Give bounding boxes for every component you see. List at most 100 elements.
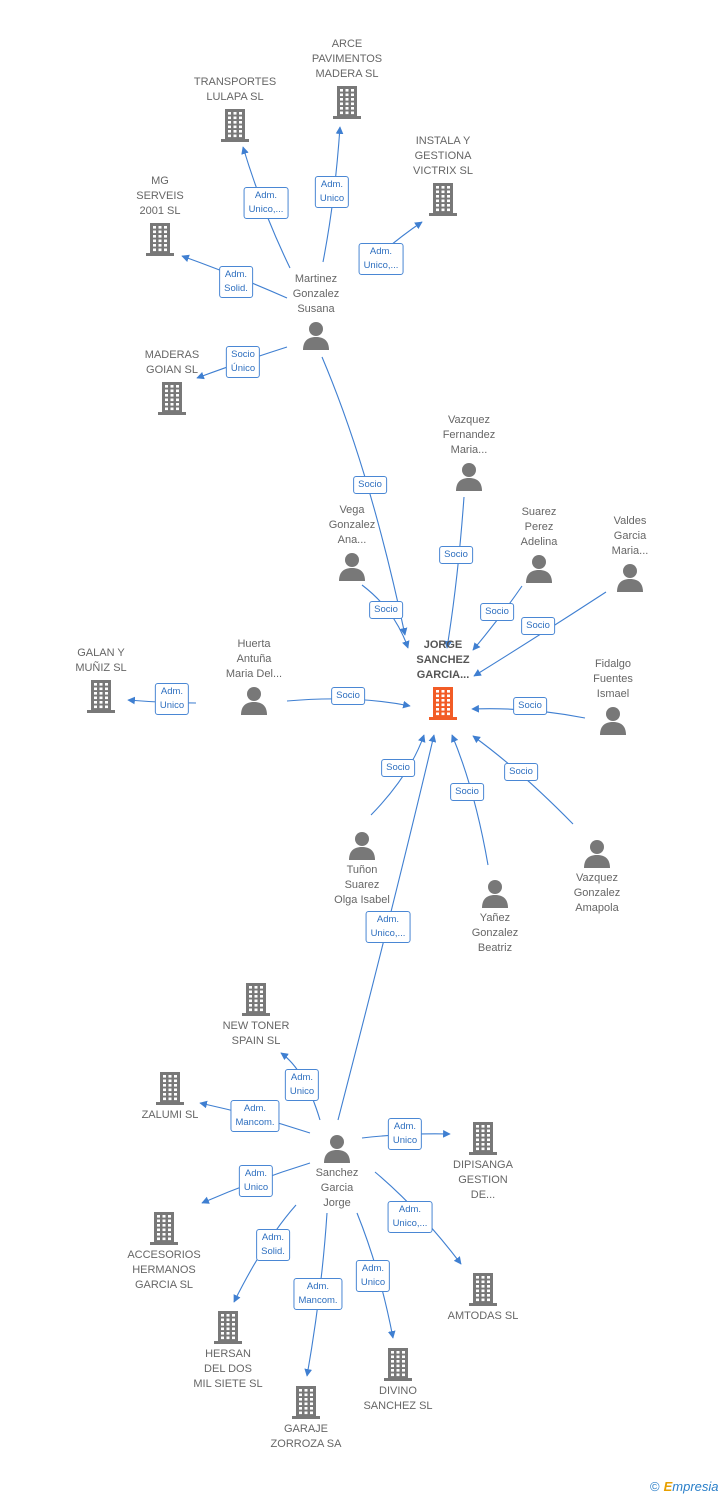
brand-name: mpresia (672, 1479, 719, 1494)
relation-label-vazquezf-central[interactable]: Socio (439, 546, 473, 564)
building-icon (333, 86, 361, 119)
building-icon (469, 1273, 497, 1306)
building-icon (214, 1311, 242, 1344)
relation-label-suarez-central[interactable]: Socio (480, 603, 514, 621)
relation-label-sanchez-divino[interactable]: Adm.Unico (355, 1260, 391, 1292)
node-label-line: Jorge (323, 1197, 351, 1209)
relation-label-sanchez-garaje[interactable]: Adm.Mancom. (293, 1278, 343, 1310)
relation-label-sanchez-central[interactable]: Adm.Unico,... (365, 911, 411, 943)
relation-label-line: Unico (319, 193, 345, 204)
relation-label-vega-central[interactable]: Socio (369, 601, 403, 619)
brand-initial: E (663, 1479, 673, 1494)
node-label-line: Tuñon (346, 864, 378, 876)
building-icon (429, 183, 457, 216)
relation-label-sanchez-amtodas[interactable]: Adm.Unico,... (387, 1201, 433, 1233)
relation-label-tunon-central[interactable]: Socio (381, 759, 415, 777)
relation-label-line: Adm. (160, 686, 184, 697)
relation-label-line: Único (230, 363, 256, 374)
node-amtodas[interactable]: AMTODAS SL (423, 1272, 543, 1324)
node-label-line: 2001 SL (139, 205, 181, 217)
relation-label-line: Socio (518, 700, 542, 711)
node-label-line: Huerta (237, 638, 271, 650)
relation-label-sanchez-hersan[interactable]: Adm.Solid. (256, 1229, 290, 1261)
node-label-line: GALAN Y (77, 647, 125, 659)
building-icon (146, 223, 174, 256)
relation-label-line: Unico,... (248, 204, 284, 215)
credit[interactable]: ©Empresia (650, 1479, 719, 1494)
relation-label-fidalgo-central[interactable]: Socio (513, 697, 547, 715)
node-label-line: TRANSPORTES (193, 76, 277, 88)
relation-label-line: Adm. (244, 1168, 268, 1179)
relation-label-martinez-central[interactable]: Socio (353, 476, 387, 494)
relation-label-martinez-arce[interactable]: Adm.Unico (314, 176, 350, 208)
person-icon (303, 322, 329, 350)
relation-label-sanchez-dipisanga[interactable]: Adm.Unico (387, 1118, 423, 1150)
node-label-line: Maria Del... (225, 668, 283, 680)
building-icon (469, 1122, 497, 1155)
relation-label-sanchez-newtoner[interactable]: Adm.Unico (284, 1069, 320, 1101)
person-icon (526, 555, 552, 583)
node-zalumi[interactable]: ZALUMI SL (110, 1071, 230, 1123)
node-label-line: SERVEIS (136, 190, 184, 202)
node-label-line: Antuña (236, 653, 272, 665)
relation-label-valdes-central[interactable]: Socio (521, 617, 555, 635)
relation-label-line: Unico (159, 700, 185, 711)
node-label-line: Maria... (611, 545, 649, 557)
relation-label-martinez-transportes[interactable]: Adm.Unico,... (243, 187, 289, 219)
building-icon (292, 1386, 320, 1419)
node-label-line: MADERA SL (315, 68, 379, 80)
node-label-line: DIPISANGA (453, 1159, 513, 1171)
relation-label-line: Socio (336, 690, 360, 701)
person-icon (617, 564, 643, 592)
node-label-line: Fernandez (442, 429, 496, 441)
node-label-line: PAVIMENTOS (311, 53, 383, 65)
relation-label-sanchez-accesorios[interactable]: Adm. Unico (238, 1165, 274, 1197)
relation-label-huerta-galan[interactable]: Adm. Unico (154, 683, 190, 715)
relation-label-yanez-central[interactable]: Socio (450, 783, 484, 801)
relation-label-huerta-central[interactable]: Socio (331, 687, 365, 705)
relation-label-martinez-instala[interactable]: Adm.Unico,... (358, 243, 404, 275)
relation-label-sanchez-zalumi[interactable]: Adm.Mancom. (230, 1100, 280, 1132)
node-label-line: INSTALA Y (415, 135, 471, 147)
node-label-line: GARCIA... (416, 669, 470, 681)
node-label-line: Vega (339, 504, 365, 516)
node-label-line: GOIAN SL (146, 364, 198, 376)
relation-label-martinez-mg[interactable]: Adm.Solid. (219, 266, 253, 298)
node-label-line: Fidalgo (594, 658, 632, 670)
node-label-line: DIVINO (379, 1385, 417, 1397)
relation-label-line: Adm. (398, 1204, 422, 1215)
relation-label-vazquezg-central[interactable]: Socio (504, 763, 538, 781)
relation-label-line: Unico (243, 1182, 269, 1193)
